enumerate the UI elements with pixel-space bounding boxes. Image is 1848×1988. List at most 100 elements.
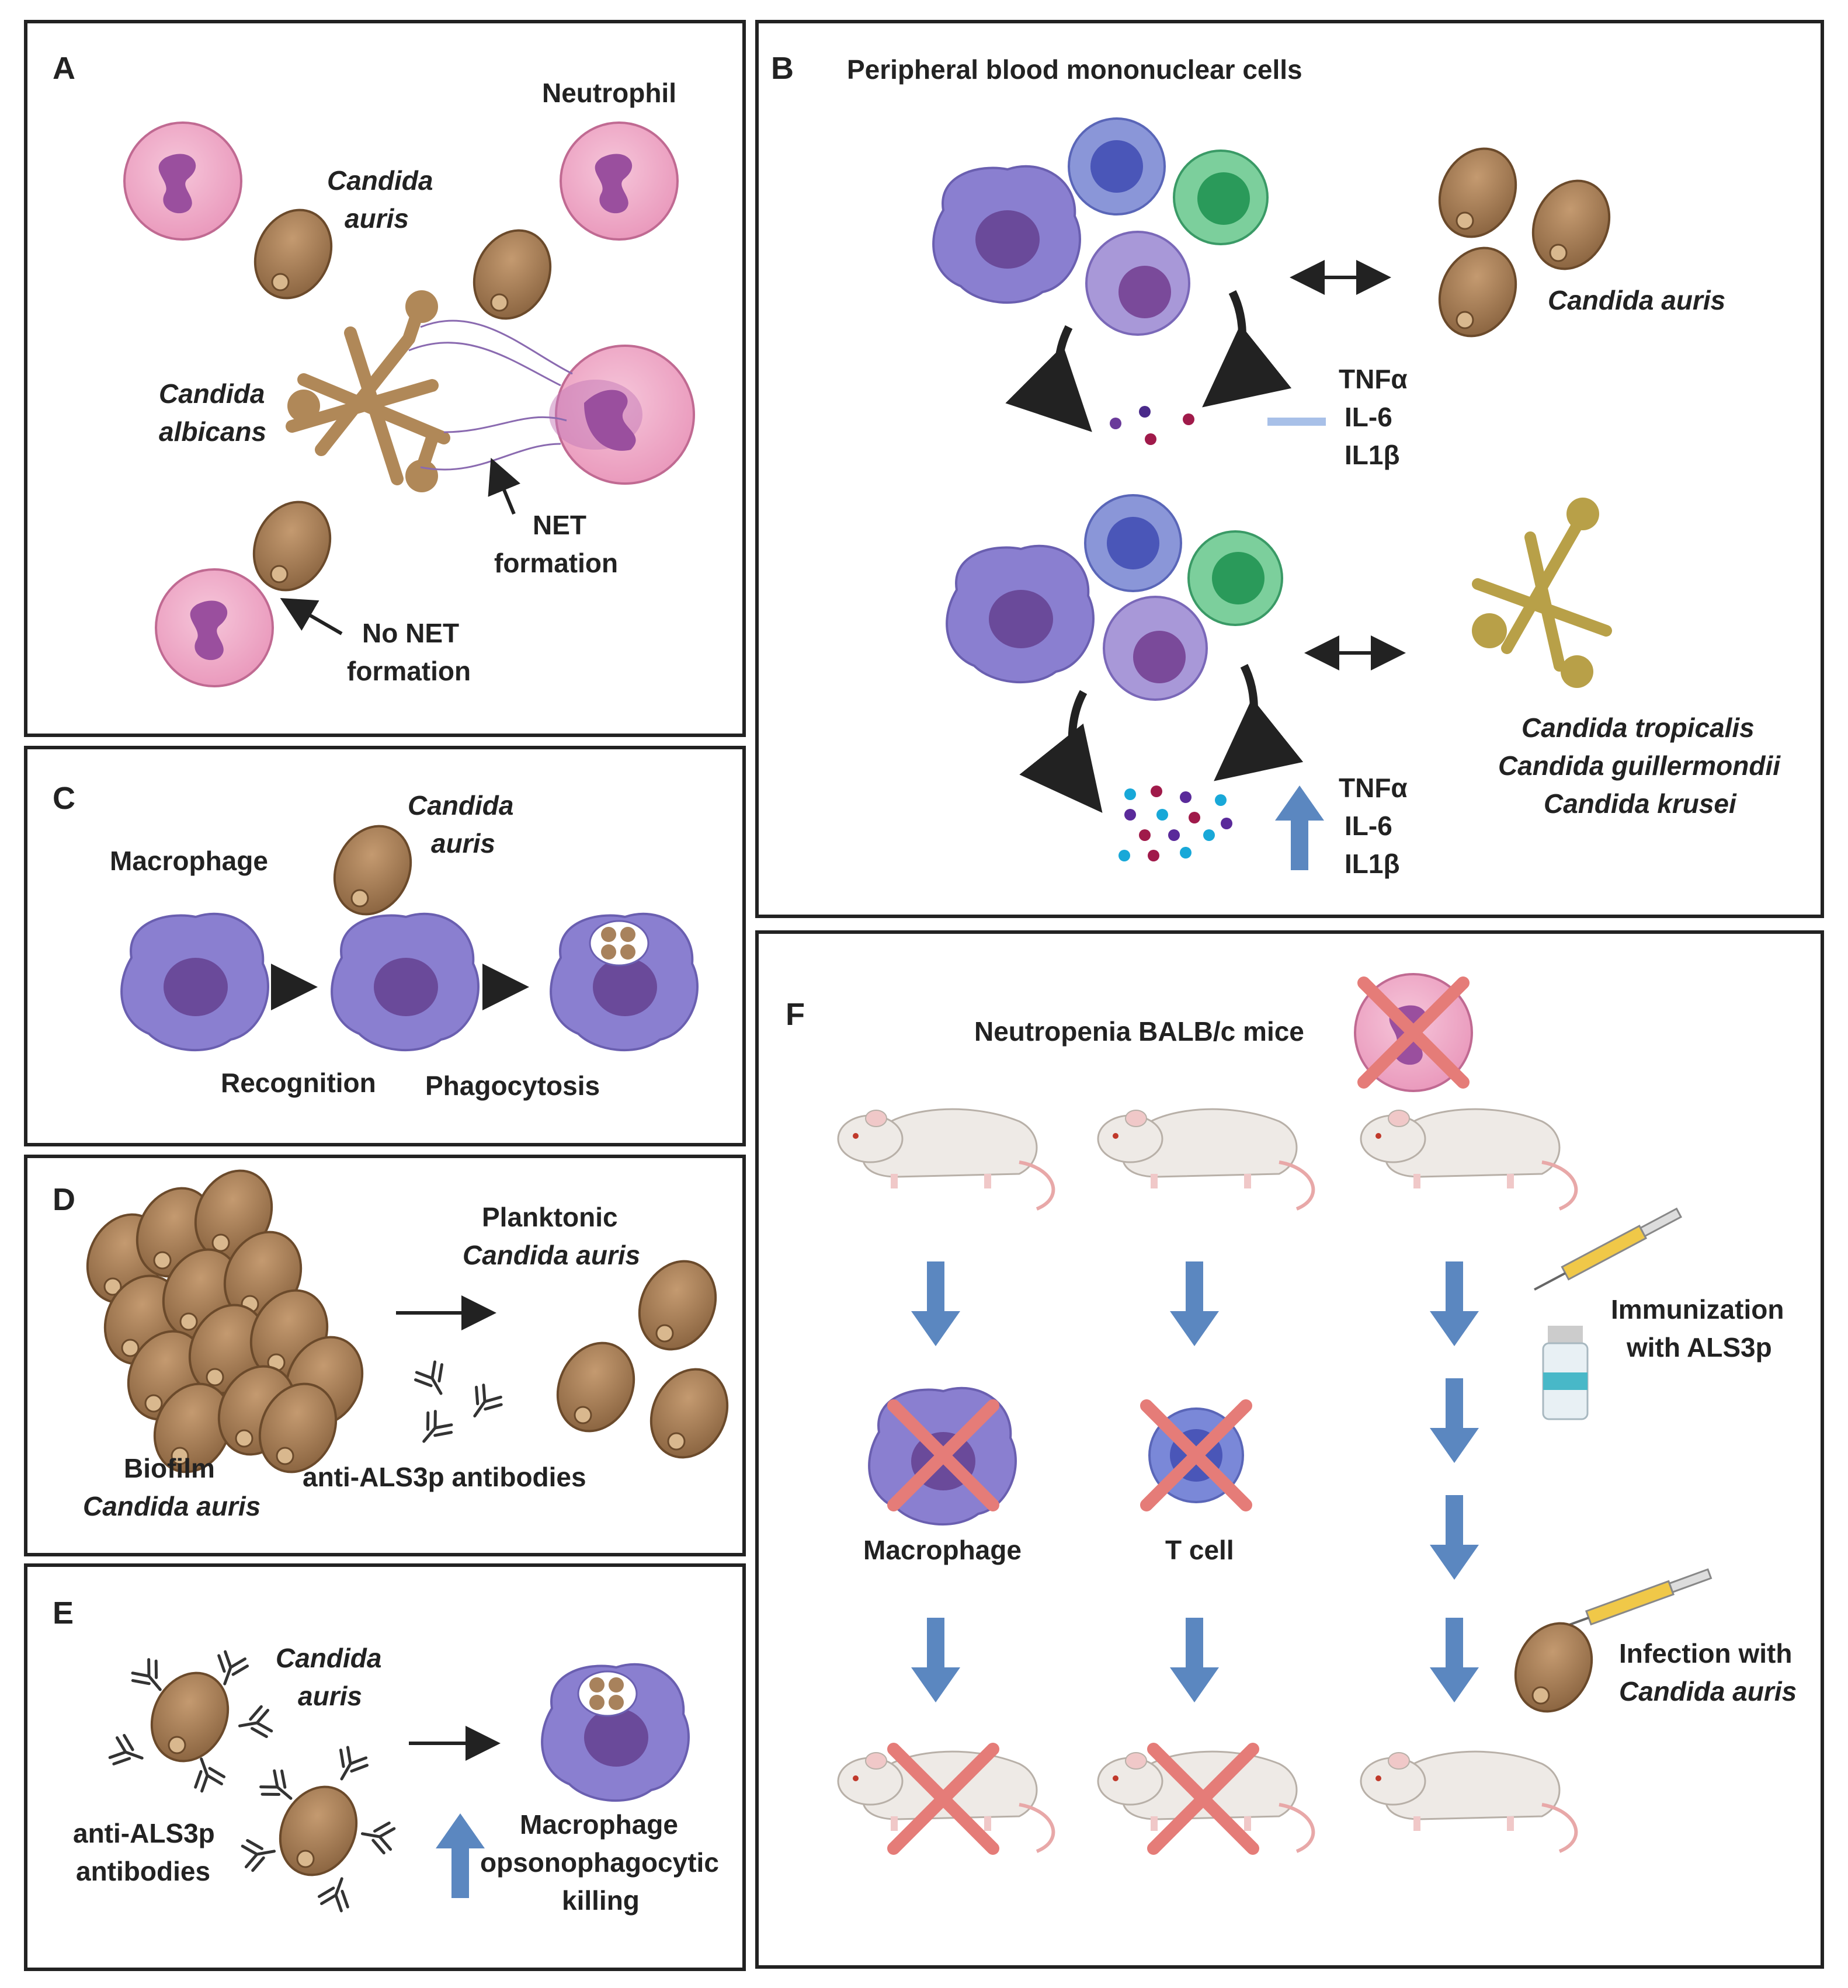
macrophage-cell <box>120 912 269 1052</box>
down-arrow <box>911 1261 960 1346</box>
infection-label-1: Infection with <box>1619 1638 1792 1669</box>
panel-e-letter: E <box>53 1596 74 1631</box>
c-auris-label-b: Candida auris <box>1548 285 1725 315</box>
hyphae-tip <box>1472 613 1507 648</box>
yeast-cell <box>624 1247 731 1363</box>
hyphae-tip <box>405 290 438 323</box>
c-auris-label-c-1: Candida <box>408 790 513 821</box>
panel-f-frame <box>755 930 1824 1969</box>
mouse <box>838 1109 1053 1209</box>
neutrophil-net-cell <box>549 345 695 485</box>
tcell-label: T cell <box>1165 1535 1234 1565</box>
down-arrow <box>1170 1261 1219 1346</box>
panel-b-letter: B <box>771 51 794 86</box>
net-label-2: formation <box>494 548 618 578</box>
c-auris-label-a-2: auris <box>345 203 409 234</box>
hyphae-cluster <box>286 297 450 485</box>
vial-icon <box>1542 1326 1589 1420</box>
pbmc-title: Peripheral blood mononuclear cells <box>847 54 1302 85</box>
neutrophil-cell <box>560 121 679 241</box>
phagosome <box>577 1670 638 1717</box>
panel-c-letter: C <box>53 781 75 816</box>
monocyte-cell <box>946 544 1095 684</box>
c-auris-label-a-1: Candida <box>327 165 433 196</box>
c-auris-label-c-2: auris <box>431 828 495 859</box>
pbmc-cluster-bottom <box>946 494 1283 701</box>
panel-f-letter: F <box>786 997 805 1032</box>
down-arrow <box>911 1618 960 1702</box>
cytokine-bottom-1: IL-6 <box>1345 811 1392 841</box>
panel-b-frame <box>755 20 1824 918</box>
mice-label: Neutropenia BALB/c mice <box>974 1016 1304 1047</box>
granulocyte-nucleus <box>1133 631 1186 683</box>
antibodies-label-e-1: anti-ALS3p <box>73 1818 215 1848</box>
hyphae-tip <box>405 460 438 492</box>
immunization-label-1: Immunization <box>1611 1294 1784 1325</box>
yeast-cell <box>319 812 426 928</box>
biofilm-label-2: Candida auris <box>83 1491 260 1521</box>
ingested-yeast <box>601 927 635 960</box>
antibody <box>242 1836 277 1871</box>
macrophage-cell-crossed <box>868 1386 1017 1526</box>
panel-e-frame <box>24 1563 746 1971</box>
biofilm-label-1: Biofilm <box>124 1453 215 1483</box>
antibody <box>412 1360 454 1401</box>
yeast-cell <box>1517 167 1625 283</box>
c-auris-label-e-2: auris <box>298 1681 362 1711</box>
b-cell-nucleus <box>1107 517 1159 569</box>
nk-cell-nucleus <box>1197 172 1250 225</box>
antibody <box>317 1874 356 1913</box>
increase-arrow <box>436 1813 485 1898</box>
curved-arrow <box>1214 663 1304 781</box>
cytokine-dots-bottom <box>1118 786 1232 861</box>
antibodies-label-d: anti-ALS3p antibodies <box>303 1462 586 1492</box>
cytokine-dots-top <box>1110 406 1194 445</box>
panel-c-frame <box>24 746 746 1146</box>
yeast-cell <box>1424 234 1531 350</box>
killing-label-1: Macrophage <box>520 1809 678 1840</box>
killing-label-3: killing <box>562 1885 640 1916</box>
curved-arrow <box>1202 290 1292 408</box>
curved-arrow <box>1019 690 1103 813</box>
macrophage-label-c: Macrophage <box>110 846 268 876</box>
antibody <box>360 1819 395 1854</box>
pbmc-cluster-top <box>932 117 1269 336</box>
cytokine-top-1: IL-6 <box>1345 402 1392 432</box>
species-1: Candida guillermondii <box>1498 750 1781 781</box>
no-net-label-1: No NET <box>362 618 459 648</box>
killing-label-2: opsonophagocytic <box>480 1847 719 1878</box>
neutrophil-cell-crossed <box>1354 973 1473 1092</box>
hyphae-tip <box>1561 655 1593 688</box>
c-albicans-label-2: albicans <box>159 416 266 447</box>
yeast-cell <box>239 196 347 312</box>
syringe-icon <box>1534 1207 1683 1291</box>
hyphae-tip <box>1566 498 1599 530</box>
recognition-label: Recognition <box>221 1068 376 1098</box>
macrophage-label-f: Macrophage <box>863 1535 1022 1565</box>
panel-d-letter: D <box>53 1182 75 1217</box>
antibody <box>328 1745 370 1787</box>
no-net-arrow <box>280 597 343 635</box>
infection-label-2: Candida auris <box>1619 1676 1797 1707</box>
hyphae-tip <box>287 390 320 422</box>
yeast-cell <box>542 1329 649 1445</box>
antibodies-label-e-2: antibodies <box>76 1856 210 1886</box>
monocyte-cell <box>932 165 1081 304</box>
cytokine-top-0: TNFα <box>1339 364 1408 394</box>
down-arrow <box>1430 1378 1479 1463</box>
cytokine-top-2: IL1β <box>1345 440 1400 470</box>
antibody <box>462 1382 504 1424</box>
antibody <box>237 1706 272 1741</box>
biofilm-cluster <box>72 1157 378 1486</box>
mouse <box>1361 1109 1576 1209</box>
no-change-bar <box>1267 418 1326 426</box>
curved-arrow <box>1005 325 1092 432</box>
planktonic-label-1: Planktonic <box>482 1202 618 1232</box>
phagosome <box>589 920 649 967</box>
antibody <box>412 1408 455 1451</box>
planktonic-label-2: Candida auris <box>463 1240 640 1270</box>
yeast-cell <box>458 217 566 332</box>
mouse-survived <box>1361 1751 1576 1851</box>
mouse-dead <box>1098 1749 1313 1851</box>
net-label-1: NET <box>533 510 586 540</box>
